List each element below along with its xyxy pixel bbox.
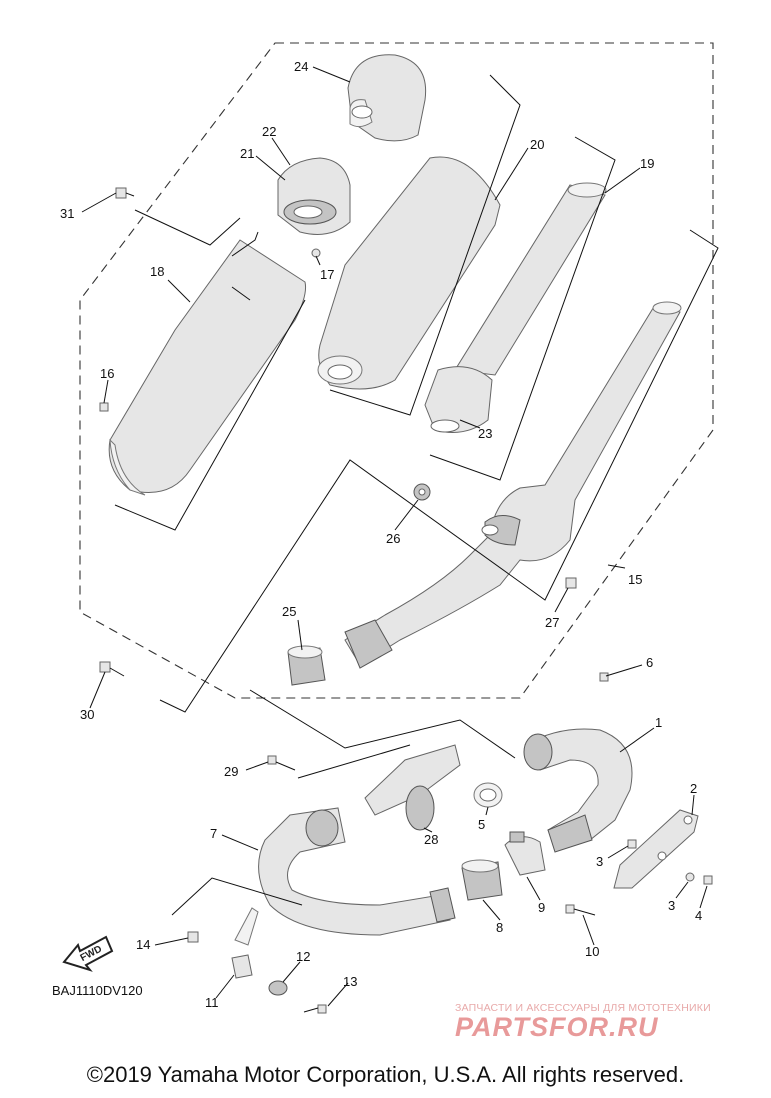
watermark: ЗАПЧАСТИ И АКСЕССУАРЫ ДЛЯ МОТОТЕХНИКИ PA…: [455, 1002, 755, 1043]
bracket-18-group: [134, 209, 241, 246]
part-2-bracket: [613, 809, 699, 889]
callout-21: 21: [240, 146, 254, 161]
callout-6: 6: [646, 655, 653, 670]
callout-5: 5: [478, 817, 485, 832]
callout-30: 30: [80, 707, 94, 722]
part-21-22-cap: [277, 157, 351, 235]
callout-14: 14: [136, 937, 150, 952]
bracket-18-lower: [114, 299, 306, 531]
callout-24: 24: [294, 59, 308, 74]
part-8-sleeve: [461, 859, 503, 901]
bracket-15-group: [159, 229, 719, 713]
part-9-clamp: [504, 831, 546, 876]
part-7-front-pipe: [258, 807, 456, 936]
callout-22: 22: [262, 124, 276, 139]
callout-8: 8: [496, 920, 503, 935]
part-20-outer-sleeve: [317, 156, 501, 390]
bracket-20-group: [329, 74, 521, 416]
muffler-assembly-outline: [79, 42, 714, 699]
callout-2: 2: [690, 781, 697, 796]
callout-9: 9: [538, 900, 545, 915]
part-29-bolt: [267, 755, 296, 771]
callout-12: 12: [296, 949, 310, 964]
exhaust-parts-diagram: 24 22 21 20 19 31 17 18 16 23 26 15 27 2…: [52, 42, 719, 1014]
callout-17: 17: [320, 267, 334, 282]
callout-27: 27: [545, 615, 559, 630]
part-31-bolt: [115, 187, 135, 199]
part-3-bolt-a: [627, 839, 637, 849]
part-11-bracket: [231, 907, 259, 979]
part-24-end-cap: [347, 54, 427, 142]
part-27-nut: [565, 577, 577, 589]
callout-labels: 24 22 21 20 19 31 17 18 16 23 26 15 27 2…: [60, 59, 702, 1010]
callout-4: 4: [695, 908, 702, 923]
part-19-inner-pipe: [454, 182, 607, 376]
part-13-bolt: [303, 1004, 327, 1014]
callout-28: 28: [424, 832, 438, 847]
bracket-29-group: [297, 744, 411, 779]
callout-7: 7: [210, 826, 217, 841]
fwd-arrow-icon: FWD: [62, 935, 114, 972]
copyright-footer: ©2019 Yamaha Motor Corporation, U.S.A. A…: [86, 1062, 685, 1087]
callout-10: 10: [585, 944, 599, 959]
part-15-rear-pipe: [344, 301, 682, 669]
callout-31: 31: [60, 206, 74, 221]
bracket-14-group: [171, 877, 303, 916]
callout-3a: 3: [596, 854, 603, 869]
part-1-header-pipe: [523, 728, 633, 853]
part-25-gasket: [287, 645, 326, 686]
callout-1: 1: [655, 715, 662, 730]
callout-18: 18: [150, 264, 164, 279]
callout-15: 15: [628, 572, 642, 587]
part-10-bolt: [565, 904, 596, 916]
part-23-collar: [424, 366, 493, 433]
callout-25: 25: [282, 604, 296, 619]
callout-16: 16: [100, 366, 114, 381]
callout-23: 23: [478, 426, 492, 441]
part-4-nut: [703, 875, 713, 885]
callout-26: 26: [386, 531, 400, 546]
part-17-screw: [311, 248, 321, 258]
part-26-grommet: [413, 483, 431, 501]
callout-13: 13: [343, 974, 357, 989]
part-18-muffler-body: [108, 231, 306, 496]
part-16-bolt: [99, 402, 109, 412]
callout-20: 20: [530, 137, 544, 152]
leader-lines: [81, 66, 708, 1007]
part-12-grommet: [268, 980, 288, 996]
part-3-bolt-b: [685, 872, 695, 882]
callout-29: 29: [224, 764, 238, 779]
callout-3b: 3: [668, 898, 675, 913]
part-6-nut: [599, 672, 609, 682]
part-14-bolt: [187, 931, 199, 943]
diagram-code: BAJ1110DV120: [52, 983, 143, 998]
watermark-tagline: ЗАПЧАСТИ И АКСЕССУАРЫ ДЛЯ МОТОТЕХНИКИ: [455, 1002, 711, 1014]
part-28-clamp-bracket: [364, 744, 461, 831]
part-30-bolt: [99, 661, 125, 677]
callout-19: 19: [640, 156, 654, 171]
watermark-logo: PARTSFOR.RU: [455, 1012, 659, 1042]
bracket-19-group: [429, 136, 616, 481]
callout-11: 11: [205, 995, 219, 1010]
part-5-gasket-ring: [473, 782, 503, 808]
bracket-28-group: [249, 689, 516, 759]
